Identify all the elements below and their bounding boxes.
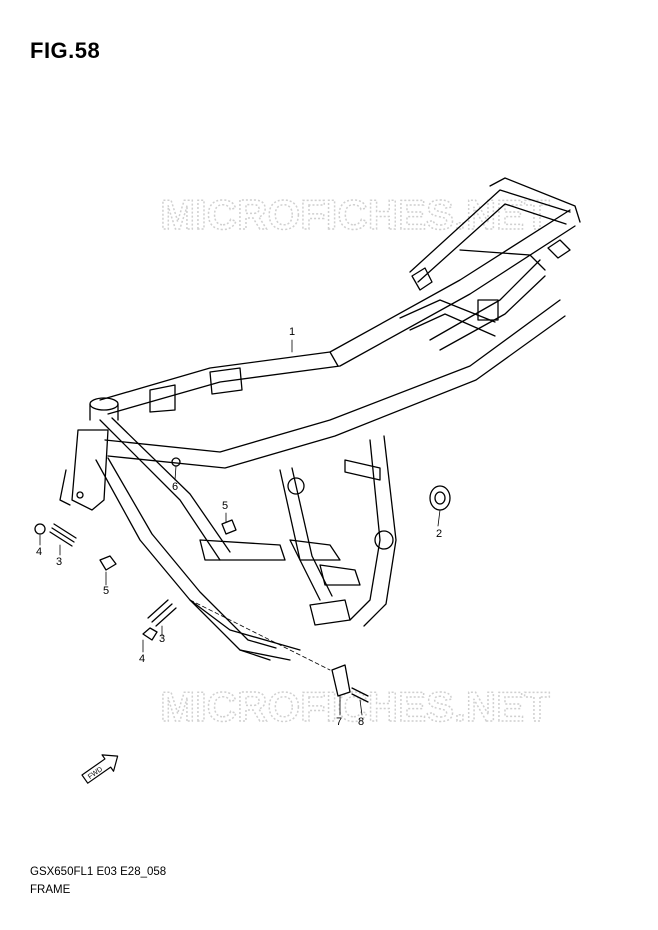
callout-5-left: 5 xyxy=(103,585,110,597)
nut-5-left xyxy=(99,555,117,571)
nut-4-center xyxy=(142,627,158,641)
nut-5-center xyxy=(221,519,237,535)
model-code: GSX650FL1 E03 E28_058 xyxy=(30,866,167,878)
section-name: FRAME xyxy=(30,884,71,896)
callout-6: 6 xyxy=(172,481,179,493)
figure-title: FIG.58 xyxy=(30,38,101,63)
main-frame-spars xyxy=(99,209,576,469)
steering-head xyxy=(59,397,119,511)
callout-4-left: 4 xyxy=(36,546,43,558)
callout-8: 8 xyxy=(358,716,365,728)
fwd-arrow-icon: FWD xyxy=(81,754,119,784)
fasteners xyxy=(34,457,369,703)
bolt-3-left xyxy=(49,523,77,547)
callout-4-center: 4 xyxy=(139,653,146,665)
callout-3-center: 3 xyxy=(159,633,166,645)
center-section xyxy=(149,367,397,627)
callout-3-left: 3 xyxy=(56,556,63,568)
leader-lines xyxy=(39,339,441,716)
down-tubes xyxy=(95,417,301,661)
washer-part-2 xyxy=(429,485,451,511)
nut-4-left xyxy=(34,523,46,535)
bolt-8 xyxy=(351,687,369,703)
plug-6 xyxy=(171,457,181,467)
callout-1: 1 xyxy=(289,326,296,338)
bolt-3-center xyxy=(147,599,177,627)
watermark-bottom: MICROFICHES.NET xyxy=(159,688,551,728)
callout-7: 7 xyxy=(336,716,343,728)
fwd-label: FWD xyxy=(87,766,104,781)
bracket-7 xyxy=(331,664,351,697)
callout-2: 2 xyxy=(436,528,443,540)
watermark-text: MICROFICHES.NET xyxy=(160,688,550,728)
callout-5-center: 5 xyxy=(222,500,229,512)
rear-subframe xyxy=(399,177,581,351)
